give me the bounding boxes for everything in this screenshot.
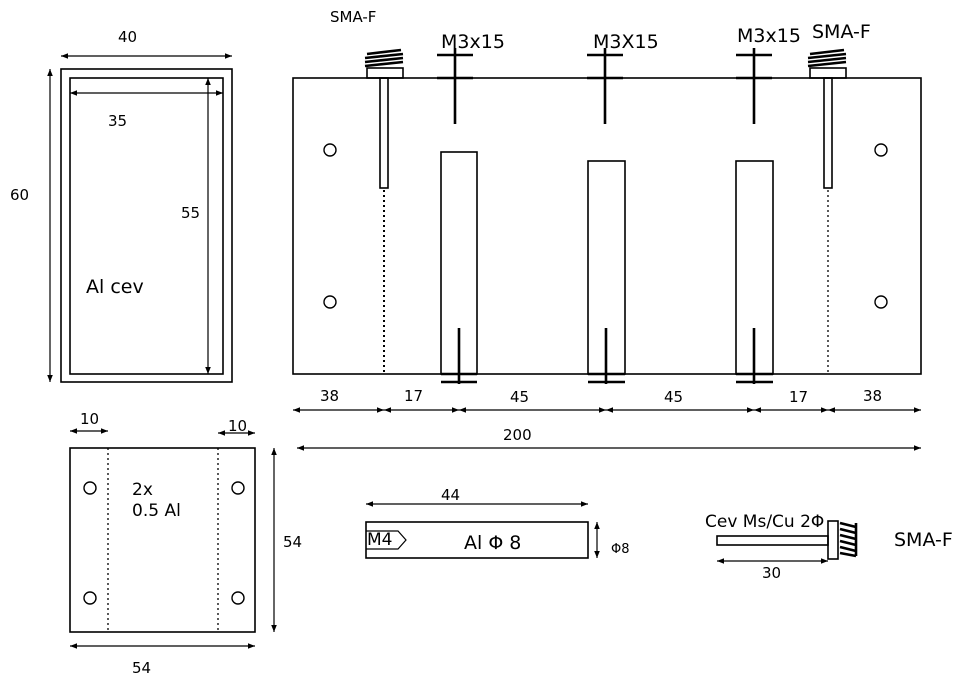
connector-left-label: SMA-F <box>330 8 376 26</box>
cover-plate: 10 10 2x 0.5 Al 54 54 <box>69 410 302 677</box>
rod-material-label: Al Φ 8 <box>464 532 521 554</box>
mount-hole <box>323 295 337 309</box>
screw-2-label: M3X15 <box>593 31 659 53</box>
dim-inner-height-label: 55 <box>181 204 200 222</box>
dim-total-label: 200 <box>503 426 532 444</box>
dim-rod-diameter-label: Φ8 <box>611 542 630 557</box>
dim-margin-right-label: 10 <box>228 417 247 435</box>
dim-segment-6: 38 <box>863 387 882 405</box>
plate-outline <box>69 447 256 633</box>
plate-hole <box>231 591 245 605</box>
probe-pin <box>716 535 829 546</box>
dim-segment-4: 45 <box>664 388 683 406</box>
dim-segment-3: 45 <box>510 388 529 406</box>
screw-1-label: M3x15 <box>441 31 505 53</box>
dim-segment-5: 17 <box>789 388 808 406</box>
resonator-rod-3 <box>735 160 774 384</box>
dim-plate-height-label: 54 <box>283 533 302 551</box>
probe-connector-label: SMA-F <box>894 529 953 551</box>
cavity-outer-wall <box>60 68 233 383</box>
dim-rod-length-label: 44 <box>441 486 460 504</box>
probe-flange <box>827 520 839 560</box>
main-cavity: SMA-F SMA-F M3x15 M3X15 M3x15 <box>292 8 922 451</box>
dim-segment-1: 38 <box>320 387 339 405</box>
tuning-screw-1 <box>437 48 473 124</box>
dim-segment-2: 17 <box>404 387 423 405</box>
dim-margin-left-label: 10 <box>80 410 99 428</box>
probe-material-label: Cev Ms/Cu 2Φ <box>705 512 824 532</box>
plate-hole <box>231 481 245 495</box>
sma-connector-left <box>364 48 404 374</box>
cavity-inner-wall <box>69 77 224 375</box>
probe-thread-icon <box>839 521 858 558</box>
cavity-material-label: Al cev <box>86 276 144 298</box>
connector-right-label: SMA-F <box>812 21 871 43</box>
tuning-screw-3 <box>736 48 772 124</box>
sma-connector-right <box>807 48 847 374</box>
probe-detail: Cev Ms/Cu 2Φ 30 SMA-F <box>705 512 953 582</box>
dim-probe-length-label: 30 <box>762 564 781 582</box>
dim-plate-width-label: 54 <box>132 659 151 677</box>
screw-3-label: M3x15 <box>737 25 801 47</box>
rod-detail: 44 M4 Al Φ 8 Φ8 <box>365 486 630 559</box>
mount-hole <box>874 295 888 309</box>
rod-thread-label: M4 <box>367 530 392 550</box>
dim-inner-width-label: 35 <box>108 112 127 130</box>
cavity-section: 40 35 60 55 Al cev <box>10 28 233 383</box>
rod-outline <box>365 521 589 559</box>
tuning-screw-2 <box>587 48 623 124</box>
dim-outer-width-label: 40 <box>118 28 137 46</box>
resonator-rod-1 <box>440 151 478 384</box>
resonator-rod-2 <box>587 160 626 384</box>
rod-thread-bore <box>366 530 407 550</box>
mount-hole <box>874 143 888 157</box>
plate-qty-label: 2x <box>132 480 153 500</box>
dim-outer-height-label: 60 <box>10 186 29 204</box>
plate-material-label: 0.5 Al <box>132 501 181 521</box>
plate-hole <box>83 591 97 605</box>
mount-hole <box>323 143 337 157</box>
plate-hole <box>83 481 97 495</box>
